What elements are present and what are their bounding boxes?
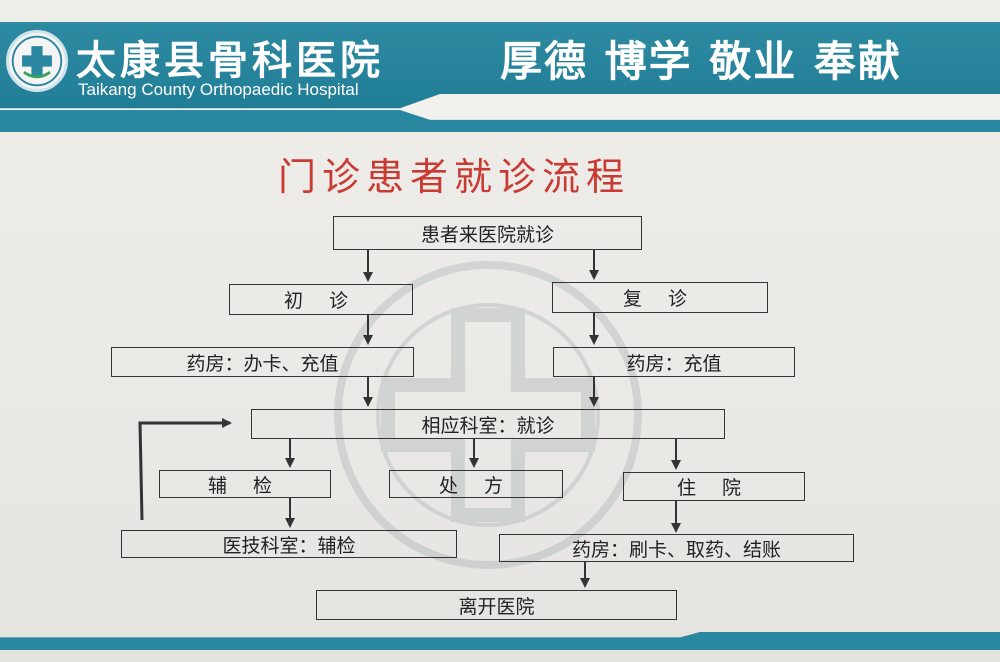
watermark-logo-icon — [334, 261, 642, 569]
hospital-motto: 厚德 博学 敬业 奉献 — [500, 37, 902, 86]
hospital-name-en: Taikang County Orthopaedic Hospital — [78, 80, 359, 99]
node-pharmacy-topup: 药房：充值 — [553, 347, 795, 377]
node-department-visit: 相应科室：就诊 — [251, 409, 725, 439]
node-leave: 离开医院 — [316, 590, 677, 620]
node-pharmacy-card-topup: 药房：办卡、充值 — [111, 347, 414, 377]
node-start: 患者来医院就诊 — [333, 216, 642, 250]
node-aux-exam: 辅 检 — [159, 470, 331, 498]
arrow-medtech-back-to-dept — [138, 418, 232, 521]
hospital-name-cn: 太康县骨科医院 — [76, 37, 384, 84]
hospital-logo — [6, 30, 68, 92]
node-hospitalize: 住 院 — [623, 472, 805, 501]
flowchart-title: 门诊患者就诊流程 — [278, 155, 631, 199]
node-medtech-aux-exam: 医技科室：辅检 — [121, 530, 457, 558]
node-first-visit: 初 诊 — [229, 284, 413, 315]
node-return-visit: 复 诊 — [552, 282, 768, 313]
node-prescription: 处 方 — [389, 470, 563, 498]
node-pharmacy-checkout: 药房：刷卡、取药、结账 — [499, 534, 854, 562]
